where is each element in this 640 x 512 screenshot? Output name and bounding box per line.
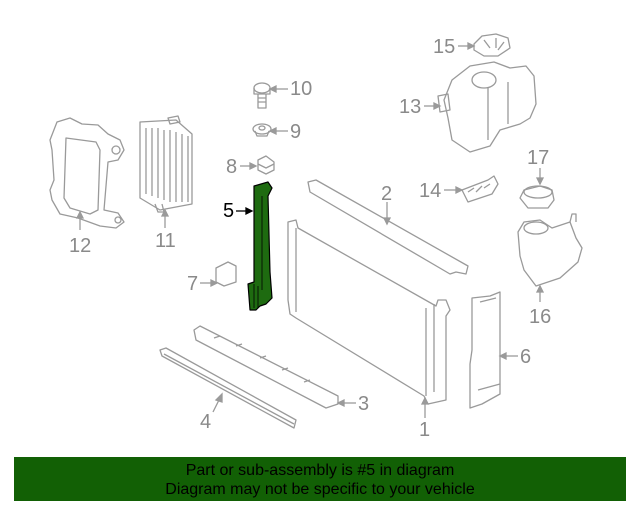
callout-14[interactable]: 14 <box>419 180 442 202</box>
part-2-seal-strip <box>307 179 469 275</box>
callout-5[interactable]: 5 <box>223 200 235 222</box>
part-8-clip <box>257 155 275 175</box>
callout-1[interactable]: 1 <box>419 419 431 441</box>
part-14-bracket <box>461 175 499 203</box>
callout-9[interactable]: 9 <box>290 121 302 143</box>
part-16-reservoir <box>517 213 583 287</box>
callout-16[interactable]: 16 <box>529 306 552 328</box>
part-1-radiator <box>287 219 451 405</box>
callout-11[interactable]: 11 <box>155 230 176 252</box>
callout-2[interactable]: 2 <box>381 183 393 205</box>
part-15-cap <box>473 33 511 57</box>
callout-8[interactable]: 8 <box>226 156 238 178</box>
part-10-bolt <box>253 82 271 109</box>
part-5-air-baffle-highlighted <box>247 181 273 311</box>
part-12-bracket-frame <box>49 117 125 229</box>
callout-13[interactable]: 13 <box>399 96 422 118</box>
callout-17[interactable]: 17 <box>527 147 550 169</box>
info-banner: Part or sub-assembly is #5 in diagram Di… <box>14 457 626 501</box>
banner-disclaimer: Diagram may not be specific to your vehi… <box>165 481 475 498</box>
callout-7[interactable]: 7 <box>187 273 199 295</box>
callout-4[interactable]: 4 <box>200 411 212 433</box>
part-11-small-radiator <box>139 115 193 213</box>
callout-10[interactable]: 10 <box>290 78 313 100</box>
part-7-pad <box>215 261 237 287</box>
part-13-expansion-tank <box>437 61 537 153</box>
part-9-grommet <box>252 123 272 137</box>
callout-15[interactable]: 15 <box>433 36 456 58</box>
part-17-cap <box>519 185 555 209</box>
callout-6[interactable]: 6 <box>520 346 532 368</box>
part-3-seal-rail <box>193 325 339 409</box>
callout-3[interactable]: 3 <box>358 393 370 415</box>
part-6-air-duct <box>469 291 501 409</box>
banner-part-note: Part or sub-assembly is #5 in diagram <box>185 462 455 479</box>
part-4-trim-strip <box>159 347 297 429</box>
callout-12[interactable]: 12 <box>69 235 92 257</box>
parts-diagram <box>49 33 583 429</box>
